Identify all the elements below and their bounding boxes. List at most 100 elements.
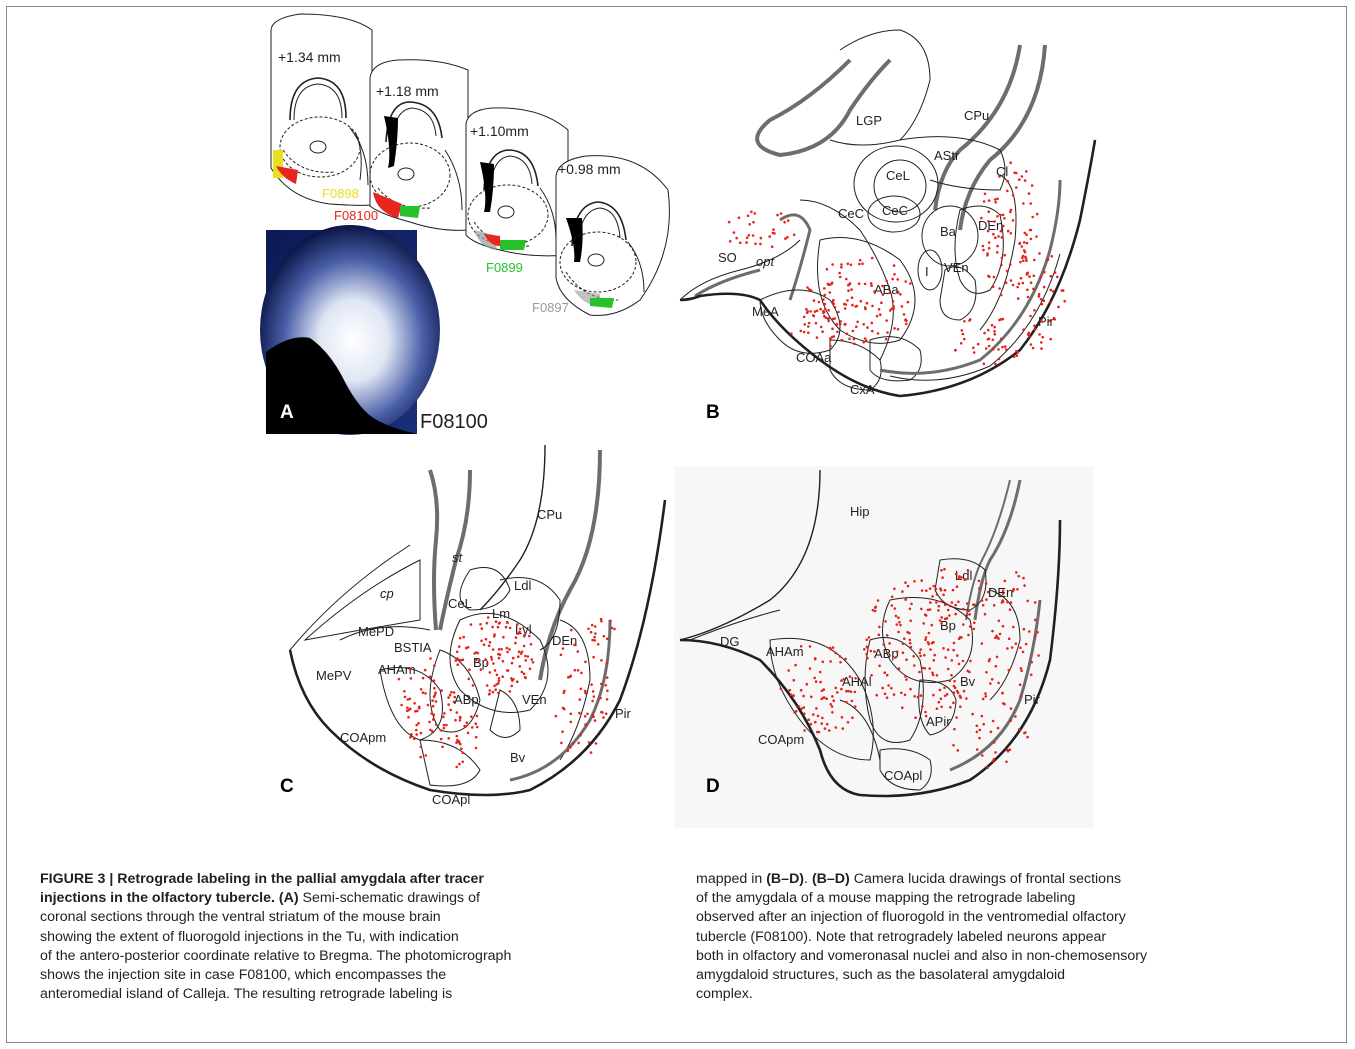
labeled-neuron-dot [453,701,456,704]
labeled-neuron-dot [512,657,515,660]
labeled-neuron-dot [988,199,991,202]
labeled-neuron-dot [1030,238,1033,241]
labeled-neuron-dot [854,691,857,694]
labeled-neuron-dot [1057,306,1060,309]
labeled-neuron-dot [925,715,928,718]
labeled-neuron-dot [831,711,834,714]
labeled-neuron-dot [840,263,843,266]
labeled-neuron-dot [992,286,995,289]
labeled-neuron-dot [432,718,435,721]
labeled-neuron-dot [1026,289,1029,292]
labeled-neuron-dot [484,658,487,661]
caption-bold-run: (B–D) [766,871,804,887]
labeled-neuron-dot [833,335,836,338]
labeled-neuron-dot [521,651,524,654]
labeled-neuron-dot [1024,232,1027,235]
labeled-neuron-dot [966,614,969,617]
caption-run: . [804,871,812,887]
caption-line: FIGURE 3 | Retrograde labeling in the pa… [40,870,640,889]
labeled-neuron-dot [1020,669,1023,672]
labeled-neuron-dot [895,615,898,618]
labeled-neuron-dot [876,315,879,318]
labeled-neuron-dot [941,600,944,603]
labeled-neuron-dot [821,330,824,333]
labeled-neuron-dot [1050,275,1053,278]
labeled-neuron-dot [931,642,934,645]
labeled-neuron-dot [976,731,979,734]
caption-run: of the antero-posterior coordinate relat… [40,948,511,964]
labeled-neuron-dot [883,671,886,674]
labeled-neuron-dot [1041,336,1044,339]
labeled-neuron-dot [933,654,936,657]
labeled-neuron-dot [944,589,947,592]
labeled-neuron-dot [511,679,514,682]
labeled-neuron-dot [887,652,890,655]
caption-run: showing the extent of fluorogold injecti… [40,929,459,945]
labeled-neuron-dot [815,680,818,683]
labeled-neuron-dot [1019,242,1022,245]
labeled-neuron-dot [605,684,608,687]
labeled-neuron-dot [904,598,907,601]
labeled-neuron-dot [905,323,908,326]
labeled-neuron-dot [494,688,497,691]
labeled-neuron-dot [1022,651,1025,654]
labeled-neuron-dot [935,601,938,604]
labeled-neuron-dot [748,234,751,237]
labeled-neuron-dot [1030,674,1033,677]
labeled-neuron-dot [907,301,910,304]
labeled-neuron-dot [891,596,894,599]
labeled-neuron-dot [506,651,509,654]
labeled-neuron-dot [992,348,995,351]
labeled-neuron-dot [927,641,930,644]
panel-letter-b: B [706,402,720,423]
labeled-neuron-dot [595,742,598,745]
label-opt: opt [756,254,775,269]
labeled-neuron-dot [987,338,990,341]
labeled-neuron-dot [1062,289,1065,292]
labeled-neuron-dot [606,690,609,693]
labeled-neuron-dot [408,709,411,712]
labeled-neuron-dot [447,737,450,740]
labeled-neuron-dot [827,309,830,312]
labeled-neuron-dot [1021,245,1024,248]
label-pir: Pir [615,706,632,721]
labeled-neuron-dot [586,713,589,716]
labeled-neuron-dot [998,358,1001,361]
labeled-neuron-dot [846,333,849,336]
labeled-neuron-dot [591,639,594,642]
labeled-neuron-dot [798,705,801,708]
label-abp: ABp [454,692,479,707]
labeled-neuron-dot [498,677,501,680]
labeled-neuron-dot [963,578,966,581]
labeled-neuron-dot [962,660,965,663]
labeled-neuron-dot [839,276,842,279]
labeled-neuron-dot [440,729,443,732]
labeled-neuron-dot [939,689,942,692]
labeled-neuron-dot [923,654,926,657]
label-mepd: MePD [358,624,394,639]
labeled-neuron-dot [584,715,587,718]
labeled-neuron-dot [800,689,803,692]
labeled-neuron-dot [580,672,583,675]
labeled-neuron-dot [480,640,483,643]
labeled-neuron-dot [493,685,496,688]
labeled-neuron-dot [983,332,986,335]
labeled-neuron-dot [952,589,955,592]
labeled-neuron-dot [845,701,848,704]
labeled-neuron-dot [1028,335,1031,338]
labeled-neuron-dot [1021,175,1024,178]
labeled-neuron-dot [1016,286,1019,289]
labeled-neuron-dot [574,669,577,672]
labeled-neuron-dot [984,692,987,695]
labeled-neuron-dot [991,324,994,327]
labeled-neuron-dot [859,259,862,262]
labeled-neuron-dot [962,333,965,336]
labeled-neuron-dot [433,679,436,682]
label-ven: VEn [944,260,969,275]
labeled-neuron-dot [890,687,893,690]
labeled-neuron-dot [858,263,861,266]
labeled-neuron-dot [954,613,957,616]
labeled-neuron-dot [991,630,994,633]
labeled-neuron-dot [998,287,1001,290]
labeled-neuron-dot [901,305,904,308]
